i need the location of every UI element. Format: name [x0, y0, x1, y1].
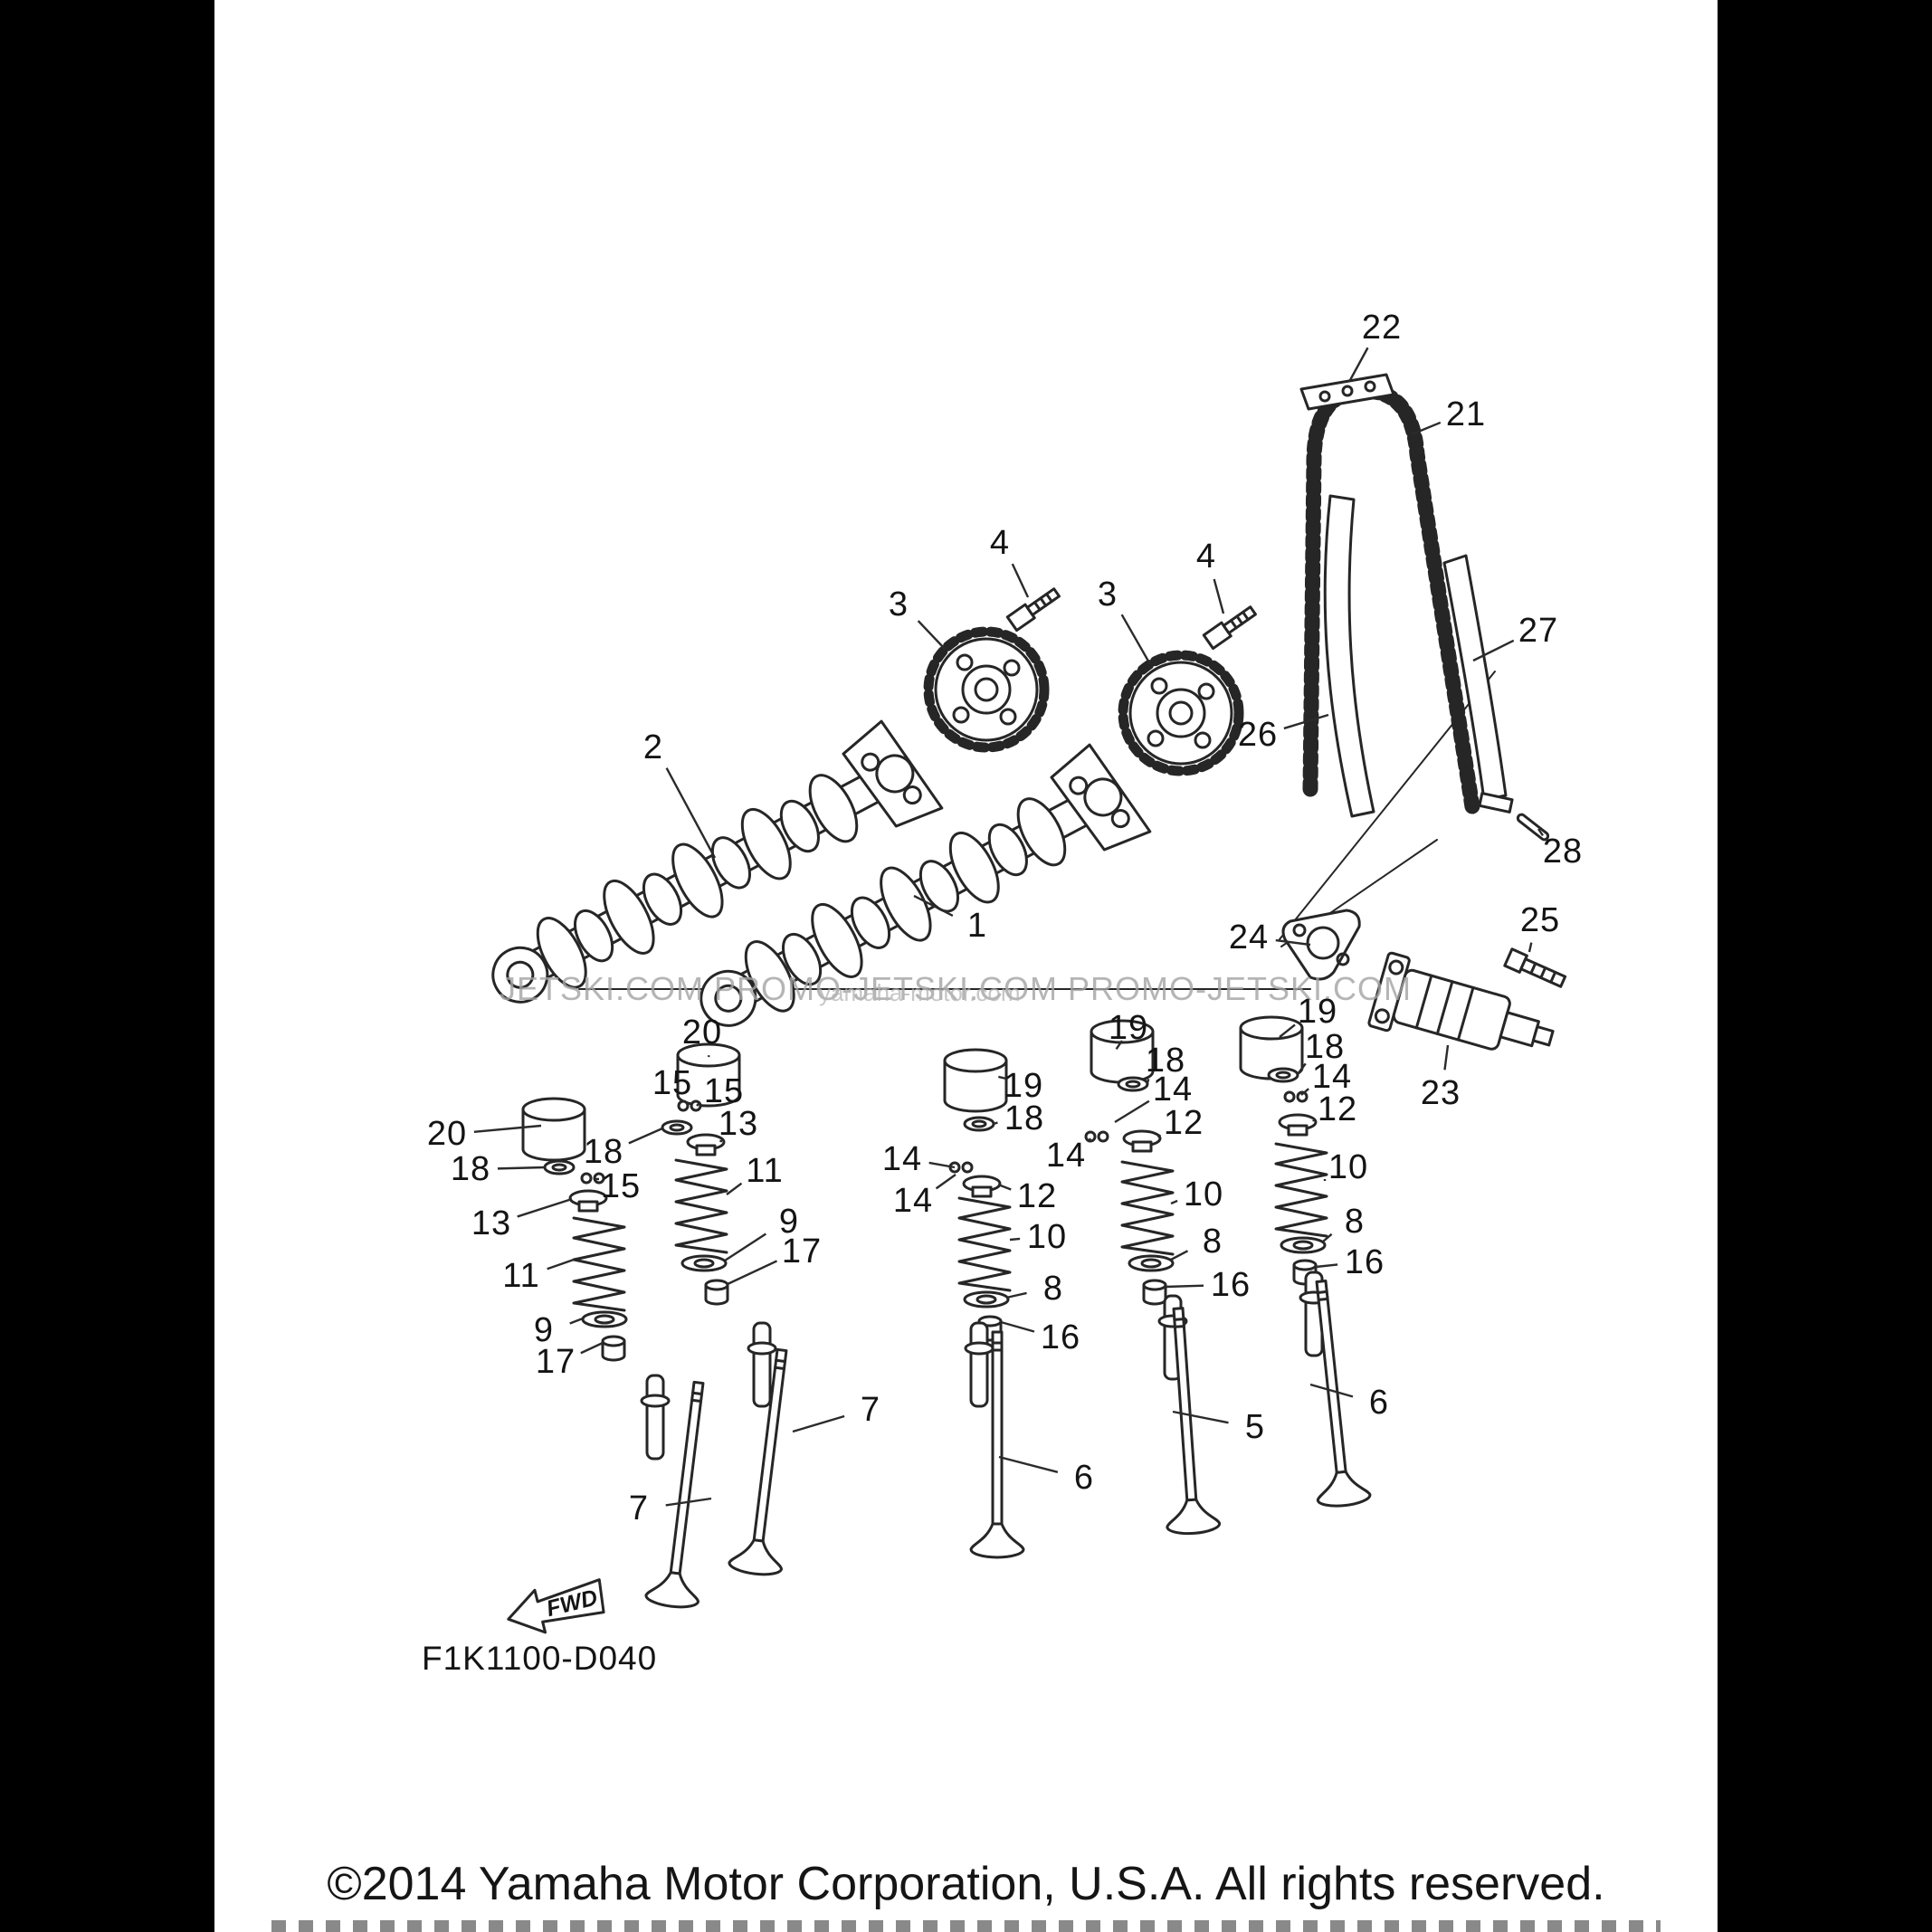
- callout-12: 12: [1016, 1177, 1058, 1215]
- cam-sprocket-right: [1118, 650, 1244, 776]
- callout-26: 26: [1237, 716, 1279, 754]
- callout-18: 18: [583, 1133, 624, 1171]
- spring-seats: [581, 1236, 1327, 1328]
- spring-retainers: [568, 1113, 1318, 1213]
- callout-2: 2: [642, 728, 664, 766]
- callout-20: 20: [426, 1115, 468, 1153]
- callout-6: 6: [1073, 1459, 1095, 1497]
- callout-25: 25: [1519, 901, 1561, 939]
- callout-22: 22: [1361, 309, 1403, 347]
- diagram-code: F1K1100-D040: [422, 1640, 658, 1677]
- callout-23: 23: [1420, 1074, 1461, 1112]
- cam-sprocket-left: [923, 626, 1050, 753]
- callout-27: 27: [1518, 612, 1559, 650]
- callout-14: 14: [1045, 1137, 1087, 1175]
- callout-8: 8: [1042, 1270, 1064, 1308]
- callout-14: 14: [881, 1140, 923, 1178]
- chain-tensioner: [1367, 951, 1555, 1051]
- callout-9: 9: [533, 1311, 555, 1349]
- callout-20: 20: [681, 1014, 723, 1052]
- callout-10: 10: [1328, 1148, 1369, 1186]
- callout-3: 3: [888, 585, 909, 623]
- callout-16: 16: [1344, 1243, 1385, 1281]
- callout-7: 7: [628, 1489, 650, 1528]
- callout-17: 17: [535, 1343, 576, 1381]
- sprocket-bolt-right: [1202, 605, 1257, 651]
- callout-19: 19: [1297, 993, 1338, 1031]
- callout-13: 13: [471, 1204, 512, 1242]
- cutoff-text-strip: [271, 1920, 1661, 1932]
- callout-11: 11: [502, 1257, 540, 1295]
- left-black-border: [0, 0, 214, 1932]
- camshaft-exhaust: [491, 719, 944, 1004]
- callout-13: 13: [718, 1105, 759, 1143]
- valve-intake-right: [1315, 1279, 1372, 1508]
- valve-springs: [572, 1142, 1328, 1312]
- callout-15: 15: [600, 1167, 642, 1205]
- callout-4: 4: [989, 524, 1011, 562]
- callout-21: 21: [1445, 395, 1487, 433]
- callout-14: 14: [892, 1182, 934, 1220]
- callout-28: 28: [1542, 833, 1584, 871]
- callout-18: 18: [1004, 1099, 1045, 1137]
- callout-10: 10: [1183, 1175, 1224, 1213]
- copyright-line: ©2014 Yamaha Motor Corporation, U.S.A. A…: [327, 1858, 1605, 1910]
- callout-19: 19: [1003, 1067, 1044, 1105]
- callout-14: 14: [1152, 1071, 1194, 1109]
- valve-intake-center: [1166, 1307, 1222, 1536]
- callout-6: 6: [1368, 1384, 1390, 1422]
- chain-guide-front: [1323, 494, 1375, 818]
- callout-12: 12: [1163, 1104, 1204, 1142]
- valve-intake-left: [969, 1330, 1025, 1559]
- camshaft-intake: [700, 743, 1152, 1027]
- callout-10: 10: [1026, 1218, 1068, 1256]
- callout-9: 9: [778, 1203, 800, 1241]
- watermark-small-text: yamaha-motor.com: [819, 979, 1021, 1006]
- callout-14: 14: [1311, 1058, 1353, 1096]
- callout-18: 18: [1145, 1042, 1186, 1080]
- callout-11: 11: [746, 1152, 784, 1190]
- callout-16: 16: [1040, 1318, 1081, 1356]
- callout-5: 5: [1244, 1408, 1266, 1446]
- callout-3: 3: [1097, 576, 1118, 614]
- valve-exhaust-inner: [728, 1347, 788, 1576]
- callout-4: 4: [1195, 538, 1217, 576]
- callout-17: 17: [781, 1232, 823, 1271]
- callout-15: 15: [703, 1072, 745, 1110]
- callout-18: 18: [1304, 1028, 1346, 1066]
- callout-8: 8: [1344, 1203, 1366, 1241]
- fwd-arrow-icon: FWD: [507, 1578, 605, 1634]
- right-black-border: [1718, 0, 1932, 1932]
- callout-19: 19: [1108, 1009, 1149, 1047]
- valve-exhaust-outer: [644, 1380, 705, 1609]
- tensioner-bolt: [1503, 947, 1567, 988]
- valve-lifters: [521, 1015, 1304, 1162]
- callout-24: 24: [1228, 918, 1270, 956]
- callout-16: 16: [1210, 1266, 1252, 1304]
- callout-7: 7: [860, 1391, 881, 1429]
- callout-1: 1: [966, 907, 988, 945]
- callout-12: 12: [1317, 1090, 1358, 1128]
- callout-18: 18: [450, 1150, 491, 1188]
- callout-8: 8: [1202, 1223, 1223, 1261]
- watermark-text: JETSKI.COM PROMO-JETSKI.COM PROMO-JETSKI…: [500, 970, 1413, 1007]
- callout-15: 15: [652, 1064, 693, 1102]
- chain-guide-rear: [1442, 554, 1514, 814]
- sprocket-bolt-left: [1005, 587, 1061, 633]
- valve-pad-shims: [543, 1067, 1299, 1175]
